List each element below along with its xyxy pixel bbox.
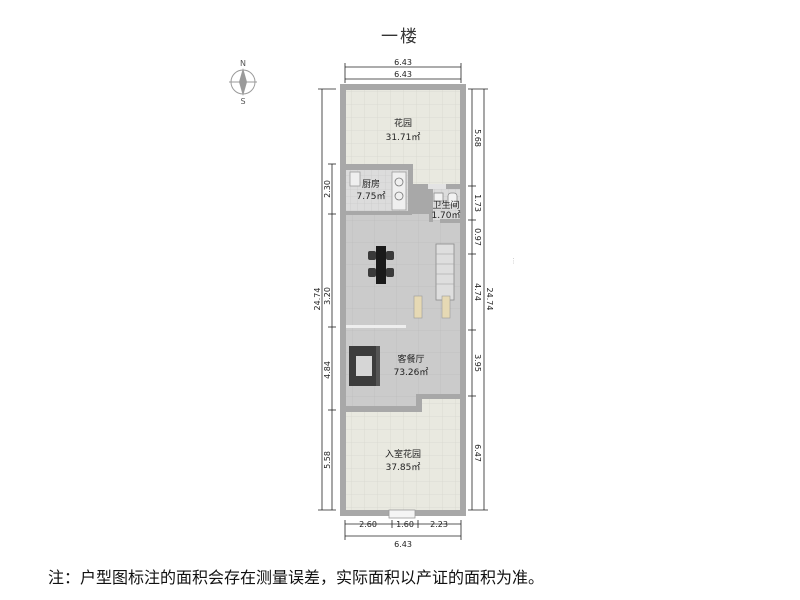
garden-door (428, 184, 446, 189)
wall-bath-left (429, 186, 433, 222)
dim-right-seg-1: 5.68 (473, 129, 482, 147)
dim-bottom-seg-1: 2.60 (359, 520, 377, 529)
entry-door (388, 509, 416, 519)
toilet-icon (447, 192, 458, 206)
room-area-living: 73.26㎡ (394, 367, 429, 378)
dining-chair-icon (368, 251, 376, 260)
stair-block (435, 243, 455, 301)
dim-top (344, 63, 462, 83)
stove-burner-icon (394, 177, 404, 187)
room-name-garden: 花园 (394, 117, 412, 129)
tv-cabinet-icon (376, 346, 380, 386)
dining-chair-icon-3 (368, 268, 376, 277)
room-area-entry-garden: 37.85㎡ (386, 462, 421, 473)
room-area-bathroom: 1.70㎡ (431, 210, 460, 221)
entry-garden-notch-floor (420, 396, 460, 412)
marker-glyph: ⋮ (510, 257, 517, 265)
wall-garden-kitchen (346, 164, 412, 170)
compass-north-label: N (240, 59, 246, 68)
compass: N S (229, 59, 257, 106)
dim-left-outer: 24.74 (313, 288, 322, 311)
counter-bar-2 (441, 295, 451, 319)
dim-right (468, 88, 488, 511)
dim-bottom-seg-3: 2.23 (430, 520, 448, 529)
wall-kitchen-right (408, 164, 413, 214)
wall-kitchen-bottom (346, 211, 412, 215)
dim-bottom-total: 6.43 (394, 540, 412, 549)
counter-bar (413, 295, 423, 319)
partition-divider (346, 325, 406, 328)
wall-living-bottom-right (416, 394, 460, 399)
wall-living-bottom-left (346, 406, 420, 412)
dining-chair-icon-4 (386, 268, 394, 277)
dim-left-seg-3: 4.84 (323, 361, 332, 379)
room-name-bathroom: 卫生间 (432, 199, 459, 211)
kitchen-sink (349, 171, 361, 187)
dim-left-seg-1: 2.30 (323, 180, 332, 198)
dim-bottom-seg-2: 1.60 (396, 520, 414, 529)
dim-right-seg-5: 3.95 (473, 354, 482, 372)
stove-burner-icon-2 (394, 191, 404, 201)
coffee-table-icon (356, 356, 372, 376)
entry-garden-floor (346, 412, 460, 510)
room-name-kitchen: 厨房 (362, 178, 380, 190)
compass-south-label: S (240, 97, 245, 106)
dining-chair-icon-2 (386, 251, 394, 260)
kitchen-counter (391, 171, 407, 211)
dim-left (318, 88, 336, 511)
room-area-kitchen: 7.75㎡ (356, 191, 385, 202)
floor-title: 一楼 (381, 27, 419, 47)
room-name-entry-garden: 入室花园 (385, 448, 421, 460)
wall-bath-bottom (440, 219, 460, 223)
dining-table-icon (376, 246, 386, 284)
dim-top-2: 6.43 (394, 70, 412, 79)
dim-right-seg-6: 6.47 (473, 444, 482, 462)
dim-right-outer: 24.74 (485, 288, 494, 311)
floor-plan: N S 花园 31.71㎡ 厨房 7.75㎡ 卫生间 (229, 58, 517, 549)
dim-bottom (344, 520, 462, 540)
room-name-living: 客餐厅 (397, 353, 424, 365)
dim-left-seg-2: 3.20 (323, 287, 332, 305)
dim-top-1: 6.43 (394, 58, 412, 67)
dim-right-seg-2: 1.73 (473, 194, 482, 212)
stair-lines (436, 253, 454, 285)
disclaimer-note: 注：户型图标注的面积会存在测量误差，实际面积以产证的面积为准。 (48, 568, 545, 587)
dim-right-seg-4: 4.74 (473, 283, 482, 301)
dim-left-seg-4: 5.58 (323, 451, 332, 469)
room-area-garden: 31.71㎡ (386, 132, 421, 143)
wall-living-bottom-step (416, 394, 422, 412)
dim-right-seg-3: 0.97 (473, 228, 482, 246)
washbasin-icon (433, 192, 444, 202)
